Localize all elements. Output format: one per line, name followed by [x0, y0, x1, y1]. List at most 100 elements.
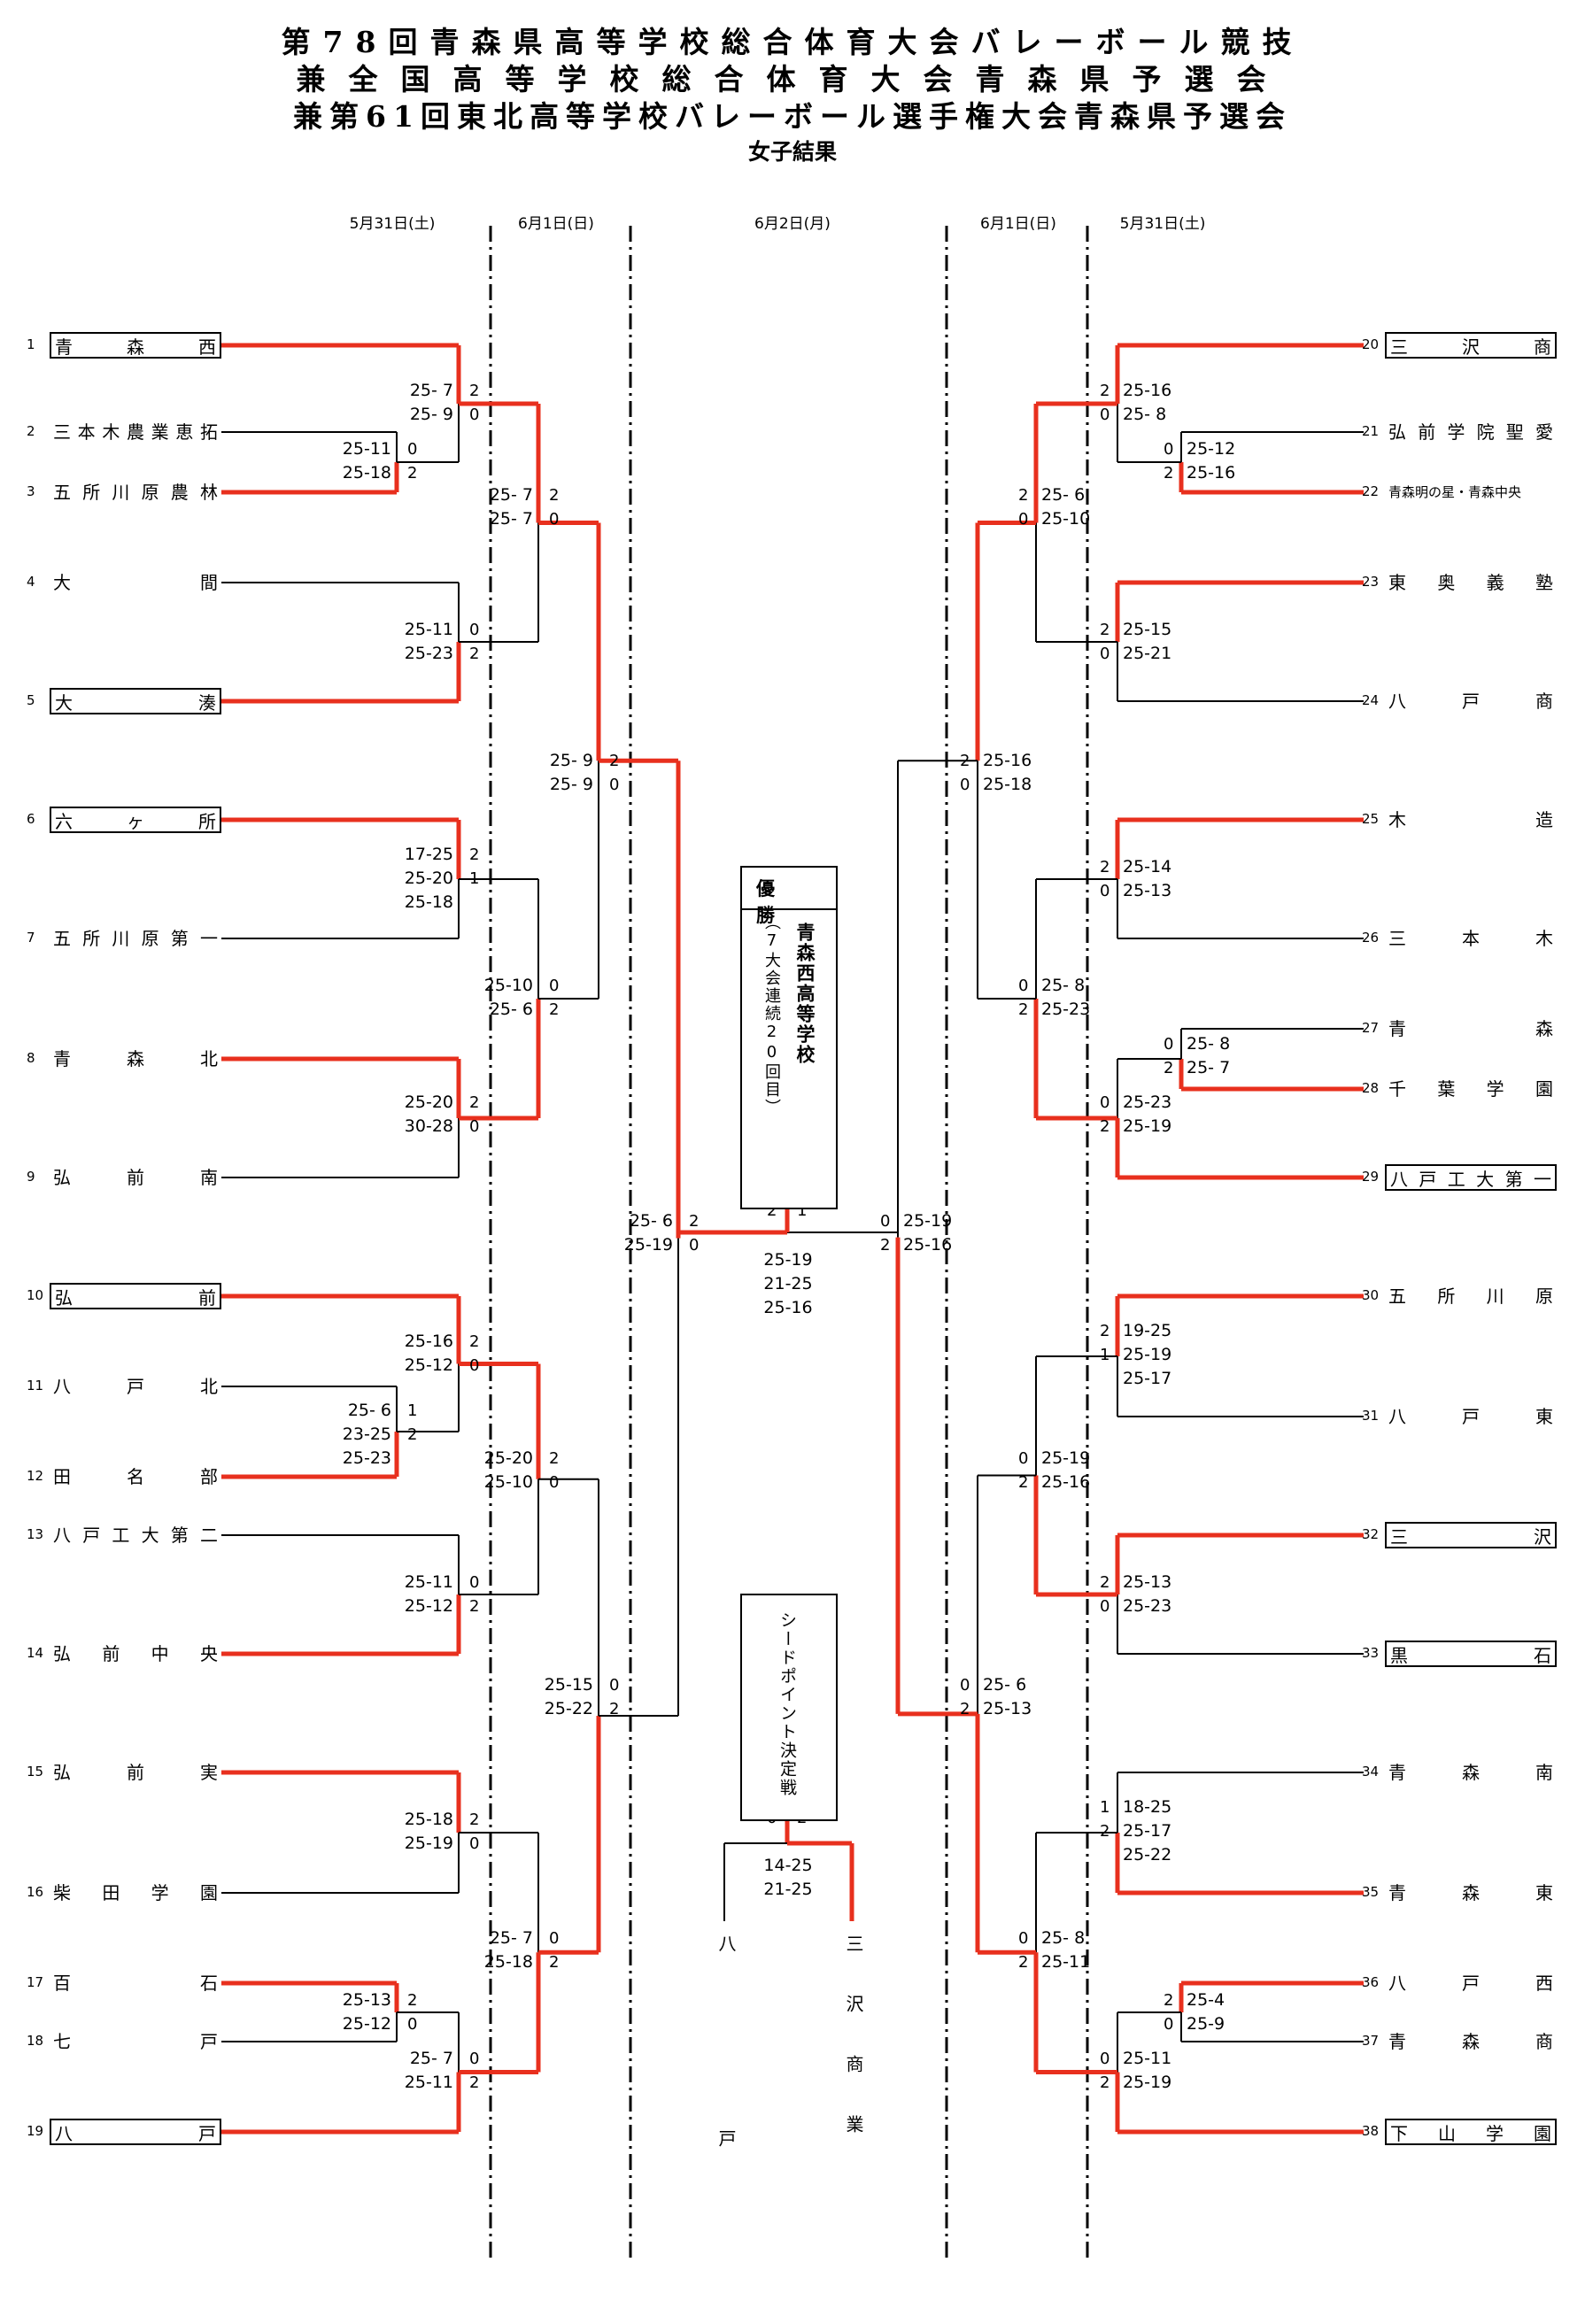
set-count: 0 — [469, 621, 480, 639]
set-count: 2 — [469, 1811, 480, 1829]
set-count: 2 — [1100, 382, 1110, 400]
team-name: 八戸工大第二 — [53, 1525, 218, 1546]
team-number: 25 — [1362, 811, 1380, 827]
match-score: 25-13 25-12 — [342, 1990, 391, 2034]
seed-team-left: 八戸 — [715, 1934, 737, 2324]
team-number: 31 — [1362, 1408, 1380, 1424]
set-count: 0 — [609, 1676, 620, 1695]
set-count: 2 — [549, 1449, 560, 1468]
team-number: 10 — [27, 1287, 44, 1303]
team-name: 下山学園 — [1385, 2119, 1557, 2145]
team-name: 黒石 — [1385, 1641, 1557, 1667]
set-count: 2 — [609, 1700, 620, 1718]
set-count: 1 — [797, 1201, 808, 1220]
match-score: 25-15 25-21 — [1123, 620, 1172, 663]
match-score: 25- 7 25- 9 — [409, 381, 453, 424]
team-name: 八戸東 — [1388, 1406, 1553, 1427]
team-number: 33 — [1362, 1645, 1380, 1661]
set-count: 0 — [407, 440, 418, 459]
set-count: 0 — [1018, 1929, 1029, 1948]
match-score: 25- 7 25-11 — [404, 2049, 453, 2092]
set-count: 2 — [549, 1000, 560, 1019]
seed-playoff-box: シードポイント決定戦 — [740, 1594, 838, 1821]
set-count: 2 — [1018, 1473, 1029, 1492]
set-count: 0 — [407, 2015, 418, 2034]
team-number: 17 — [27, 1974, 44, 1990]
set-count: 0 — [1100, 645, 1110, 663]
set-count: 1 — [1100, 1798, 1110, 1817]
set-count: 2 — [407, 1991, 418, 2010]
set-count: 2 — [469, 1597, 480, 1616]
team-name: 青森商 — [1388, 2031, 1553, 2052]
team-number: 22 — [1362, 483, 1380, 499]
set-count: 0 — [1100, 2050, 1110, 2068]
team-number: 5 — [27, 692, 35, 708]
team-number: 38 — [1362, 2123, 1380, 2139]
set-count: 2 — [1100, 621, 1110, 639]
set-count: 0 — [880, 1212, 891, 1231]
match-score: 25-20 30-28 — [404, 1093, 453, 1136]
match-score: 25-18 25-19 — [404, 1810, 453, 1853]
team-name: 八戸商 — [1388, 691, 1553, 712]
team-number: 20 — [1362, 336, 1380, 352]
set-count: 1 — [407, 1401, 418, 1420]
team-number: 9 — [27, 1169, 35, 1185]
title-line-1: 第78回青森県高等学校総合体育大会バレーボール競技 — [281, 25, 1304, 59]
team-name: 青森東 — [1388, 1882, 1553, 1903]
team-name: 東奥義塾 — [1388, 572, 1553, 593]
team-number: 14 — [27, 1645, 44, 1661]
match-score: 25-19 25-16 — [1041, 1448, 1091, 1492]
set-count: 0 — [1018, 510, 1029, 529]
match-score: 25-11 25-12 — [404, 1572, 453, 1616]
date-left-r2: 6月1日(日) — [518, 215, 594, 233]
set-count: 2 — [767, 1201, 777, 1220]
team-number: 23 — [1362, 574, 1380, 590]
set-count: 2 — [960, 752, 970, 770]
match-score: 25- 6 25-19 — [623, 1211, 673, 1255]
title-line-3: 兼第61回東北高等学校バレーボール選手権大会青森県予選会 — [293, 99, 1292, 134]
match-score: 25-14 25-13 — [1123, 857, 1172, 900]
match-score: 25-11 25-23 — [404, 620, 453, 663]
seed-playoff-label: シードポイント決定戦 — [777, 1611, 797, 1797]
team-number: 37 — [1362, 2033, 1380, 2049]
set-count: 0 — [469, 1834, 480, 1853]
set-count: 0 — [469, 405, 480, 424]
seed-team-right: 三沢商業 — [843, 1934, 864, 2175]
team-number: 28 — [1362, 1080, 1380, 1096]
team-number: 16 — [27, 1884, 44, 1900]
set-count: 0 — [1018, 1449, 1029, 1468]
team-name: 八戸西 — [1388, 1973, 1553, 1994]
match-score: 25- 6 23-25 25-23 — [342, 1401, 391, 1468]
set-count: 0 — [1018, 977, 1029, 995]
set-count: 0 — [1100, 882, 1110, 900]
team-number: 15 — [27, 1764, 44, 1780]
team-name: 青森南 — [1388, 1762, 1553, 1783]
match-score: 25- 8 25-11 — [1041, 1928, 1091, 1972]
team-number: 35 — [1362, 1884, 1380, 1900]
set-count: 0 — [469, 2050, 480, 2068]
match-score: 25-13 25-23 — [1123, 1572, 1172, 1616]
team-number: 3 — [27, 483, 35, 499]
match-score: 25-4 25-9 — [1187, 1990, 1225, 2034]
set-count: 0 — [1100, 1597, 1110, 1616]
set-count: 2 — [1100, 1322, 1110, 1340]
team-name: 弘前学院聖愛 — [1388, 421, 1553, 443]
set-count: 0 — [1100, 405, 1110, 424]
set-count: 0 — [549, 1929, 560, 1948]
date-left-r1: 5月31日(土) — [349, 215, 436, 233]
match-score: 25-23 25-19 — [1123, 1093, 1172, 1136]
match-score: 25- 9 25- 9 — [549, 751, 593, 794]
set-count: 2 — [469, 845, 480, 864]
date-right-r1: 5月31日(土) — [1119, 215, 1206, 233]
team-name: 青森北 — [53, 1048, 218, 1069]
match-score: 25-16 25-12 — [404, 1332, 453, 1375]
match-score: 18-25 25-17 25-22 — [1123, 1797, 1172, 1865]
set-count: 0 — [960, 1676, 970, 1695]
team-name: 五所川原第一 — [53, 928, 218, 949]
team-name: 青森明の星・青森中央 — [1388, 484, 1522, 500]
set-count: 0 — [1164, 1035, 1174, 1054]
set-count: 0 — [960, 776, 970, 794]
team-name: 五所川原農林 — [53, 482, 218, 503]
match-score: 25-16 25- 8 — [1123, 381, 1172, 424]
set-count: 2 — [1018, 486, 1029, 505]
